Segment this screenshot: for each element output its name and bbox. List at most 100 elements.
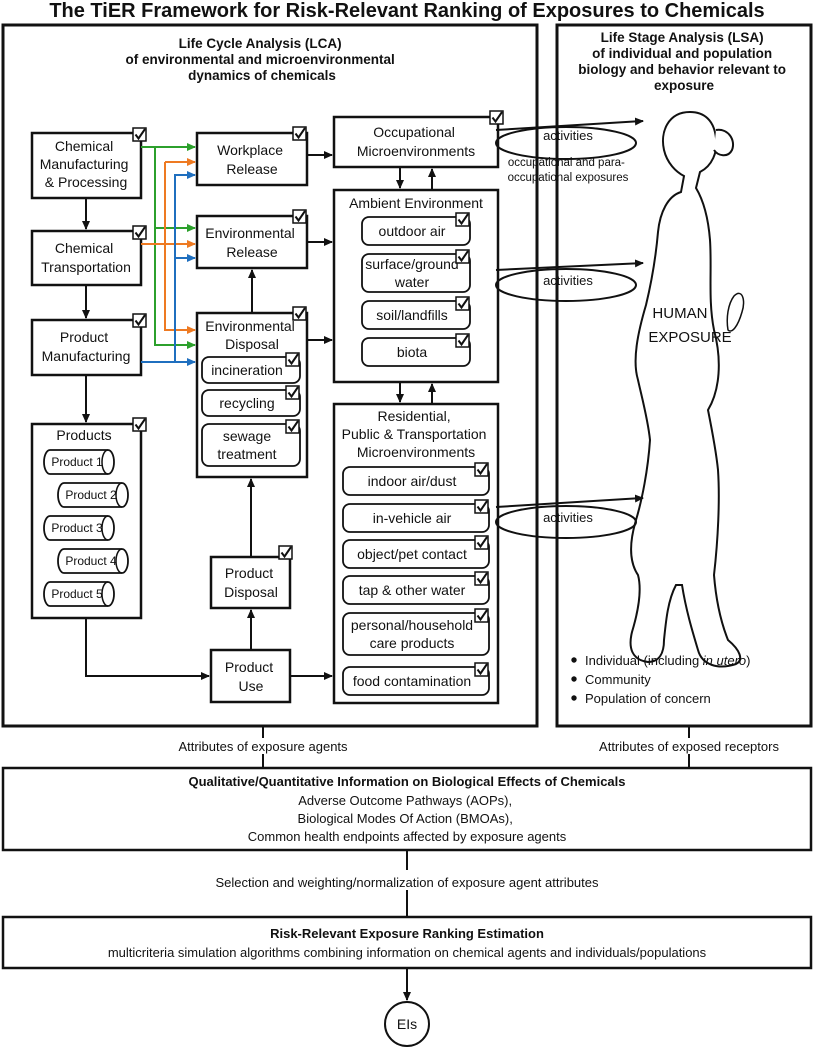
- checkbox-icon: [285, 419, 300, 434]
- sub-item: outdoor air: [361, 216, 471, 246]
- diagram-title: The TiER Framework for Risk-Relevant Ran…: [49, 0, 764, 22]
- product-item: Product 5: [43, 581, 115, 607]
- svg-text:Products: Products: [56, 427, 111, 443]
- product-disposal-box: Product Disposal: [209, 555, 292, 610]
- human-silhouette: HUMAN EXPOSURE: [629, 110, 745, 668]
- svg-text:indoor air/dust: indoor air/dust: [368, 473, 457, 489]
- environmental-release-box: Environmental Release: [195, 214, 309, 270]
- svg-text:multicriteria simulation algor: multicriteria simulation algorithms comb…: [108, 945, 707, 960]
- attributes-exposure-agents: Attributes of exposure agents: [178, 739, 348, 754]
- activities-label-occupational: activities: [543, 128, 593, 143]
- svg-text:Product Manufacturing: Product Manufacturing: [42, 329, 131, 364]
- product-item: Product 1: [43, 449, 115, 475]
- product-item: Product 2: [57, 482, 129, 508]
- sub-item: object/pet contact: [342, 539, 490, 569]
- svg-text:soil/landfills: soil/landfills: [376, 307, 448, 323]
- svg-text:in-vehicle air: in-vehicle air: [373, 510, 452, 526]
- lca-header: Life Cycle Analysis (LCA) of environment…: [125, 36, 398, 83]
- svg-text:Product Use: Product Use: [225, 659, 277, 694]
- colored-flow-arrows: [141, 143, 196, 366]
- workplace-release-box: Workplace Release: [195, 131, 309, 187]
- lsa-panel: [555, 23, 813, 728]
- svg-text:Product 1: Product 1: [51, 455, 103, 469]
- checkbox-icon: [132, 313, 147, 328]
- sub-item: recycling: [201, 389, 301, 417]
- checkbox-icon: [489, 110, 504, 125]
- checkbox-icon: [474, 499, 489, 514]
- checkbox-icon: [285, 385, 300, 400]
- attributes-exposed-receptors: Attributes of exposed receptors: [599, 739, 779, 754]
- svg-text:Chemical Transportation: Chemical Transportation: [41, 240, 131, 275]
- checkbox-icon: [474, 608, 489, 623]
- svg-text:Environmental Disposal: Environmental Disposal: [205, 318, 298, 352]
- products-box: Products Product 1 Product 2 Product 3 Prod…: [30, 422, 143, 620]
- checkbox-icon: [278, 545, 293, 560]
- svg-text:Product Disposal: Product Disposal: [224, 565, 278, 600]
- svg-text:Product 2: Product 2: [65, 488, 117, 502]
- bullet-community: Community: [585, 672, 651, 687]
- product-use-box: Product Use: [209, 648, 292, 704]
- svg-text:Occupational Microenviro: Occupational Microenvironments: [357, 124, 475, 159]
- residential-microenvironments-box: Residential, Public & Transportation Mic…: [332, 402, 500, 705]
- svg-text:EIs: EIs: [397, 1016, 417, 1032]
- chemical-manufacturing-box: Chemical Manufacturing & Processing: [30, 131, 143, 200]
- svg-text:Qualitative/Quantitative Infor: Qualitative/Quantitative Information on …: [188, 774, 625, 789]
- chemical-transportation-box: Chemical Transportation: [30, 229, 143, 287]
- svg-text:Residential, Public & Tr: Residential, Public & Transportation Mic…: [342, 408, 491, 460]
- attribute-connectors: [262, 726, 690, 767]
- lca-panel: [1, 23, 539, 728]
- bullet-individual: Individual (including in utero): [585, 653, 751, 668]
- svg-text:Product 4: Product 4: [65, 554, 117, 568]
- svg-text:tap & other water: tap & other water: [359, 582, 466, 598]
- svg-text:Environmental Release: Environmental Release: [205, 225, 298, 260]
- sub-item: in-vehicle air: [342, 503, 490, 533]
- activities-connectors: [495, 117, 644, 539]
- checkbox-icon: [474, 535, 489, 550]
- svg-text:Product 5: Product 5: [51, 587, 103, 601]
- flow-arrows: [82, 151, 436, 680]
- sub-item: soil/landfills: [361, 300, 471, 330]
- sub-item: food contamination: [342, 666, 490, 696]
- product-item: Product 3: [43, 515, 115, 541]
- svg-text:Chemical Manufacturing: Chemical Manufacturing & Processing: [40, 138, 133, 190]
- checkbox-icon: [474, 571, 489, 586]
- checkbox-icon: [474, 662, 489, 677]
- svg-text:food contamination: food contamination: [353, 673, 471, 689]
- svg-text:HUMAN EXPOSURE: HUMAN EXPOSURE: [648, 305, 731, 346]
- biological-effects-box: Qualitative/Quantitative Information on …: [1, 766, 813, 852]
- checkbox-icon: [292, 209, 307, 224]
- eis-output-node: EIs: [384, 1001, 430, 1047]
- checkbox-icon: [292, 306, 307, 321]
- ranking-estimation-box: Risk-Relevant Exposure Ranking Estimatio…: [1, 915, 813, 970]
- checkbox-icon: [132, 417, 147, 432]
- sub-item: biota: [361, 337, 471, 367]
- svg-text:Product 3: Product 3: [51, 521, 103, 535]
- selection-weighting-text: Selection and weighting/normalization of…: [215, 875, 599, 890]
- checkbox-icon: [455, 249, 470, 264]
- svg-text:biota: biota: [397, 344, 428, 360]
- occupational-exposures-note: occupational and para- occupational expo…: [508, 157, 629, 184]
- checkbox-icon: [285, 352, 300, 367]
- sub-item: indoor air/dust: [342, 466, 490, 496]
- sub-item: incineration: [201, 356, 301, 384]
- activities-label-ambient: activities: [543, 273, 593, 288]
- checkmarks: [132, 110, 504, 677]
- checkbox-icon: [132, 225, 147, 240]
- checkbox-icon: [455, 333, 470, 348]
- checkbox-icon: [132, 127, 147, 142]
- svg-text:outdoor air: outdoor air: [379, 223, 446, 239]
- product-item: Product 4: [57, 548, 129, 574]
- svg-text:incineration: incineration: [211, 362, 283, 378]
- svg-text:Workplace Release: Workplace Release: [217, 142, 287, 177]
- lsa-bullets: Individual (including in utero) Communit…: [571, 653, 751, 706]
- product-manufacturing-box: Product Manufacturing: [30, 318, 143, 377]
- checkbox-icon: [474, 462, 489, 477]
- svg-text:object/pet contact: object/pet contact: [357, 546, 467, 562]
